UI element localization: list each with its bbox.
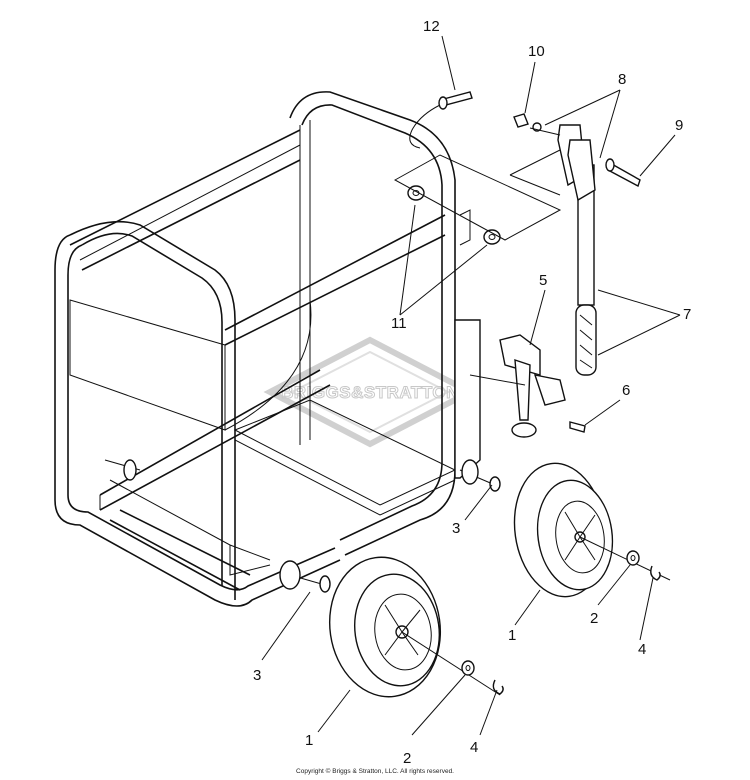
callout-5: 5 — [539, 272, 547, 289]
rear-wheel — [513, 462, 671, 598]
callout-9: 9 — [675, 117, 683, 134]
callout-4-front: 4 — [470, 739, 478, 756]
front-wheel — [328, 556, 501, 698]
callout-12: 12 — [423, 18, 440, 35]
pin-lanyard-part — [409, 91, 473, 149]
callout-1-front: 1 — [305, 732, 313, 749]
watermark-text: BRIGGS&STRATTON — [281, 383, 459, 402]
callout-11: 11 — [391, 315, 407, 332]
callout-1-rear: 1 — [508, 627, 516, 644]
copyright-notice: Copyright © Briggs & Stratton, LLC. All … — [296, 768, 454, 775]
callouts: 12 10 8 9 11 5 7 6 3 3 1 2 4 1 2 4 — [253, 18, 691, 767]
callout-7: 7 — [683, 306, 691, 323]
axle-hardware — [461, 550, 661, 695]
callout-2-rear: 2 — [590, 610, 598, 627]
callout-10: 10 — [528, 43, 545, 60]
callout-3-front: 3 — [253, 667, 261, 684]
callout-6: 6 — [622, 382, 630, 399]
callout-4-rear: 4 — [638, 641, 646, 658]
leader-lines — [261, 35, 681, 736]
callout-2-front: 2 — [403, 750, 411, 767]
callout-3-rear: 3 — [452, 520, 460, 537]
washer-part-11 — [393, 154, 562, 245]
stand-part-5 — [469, 334, 586, 438]
generator-frame — [54, 91, 501, 607]
handle-assembly — [509, 113, 641, 376]
callout-8: 8 — [618, 71, 626, 88]
